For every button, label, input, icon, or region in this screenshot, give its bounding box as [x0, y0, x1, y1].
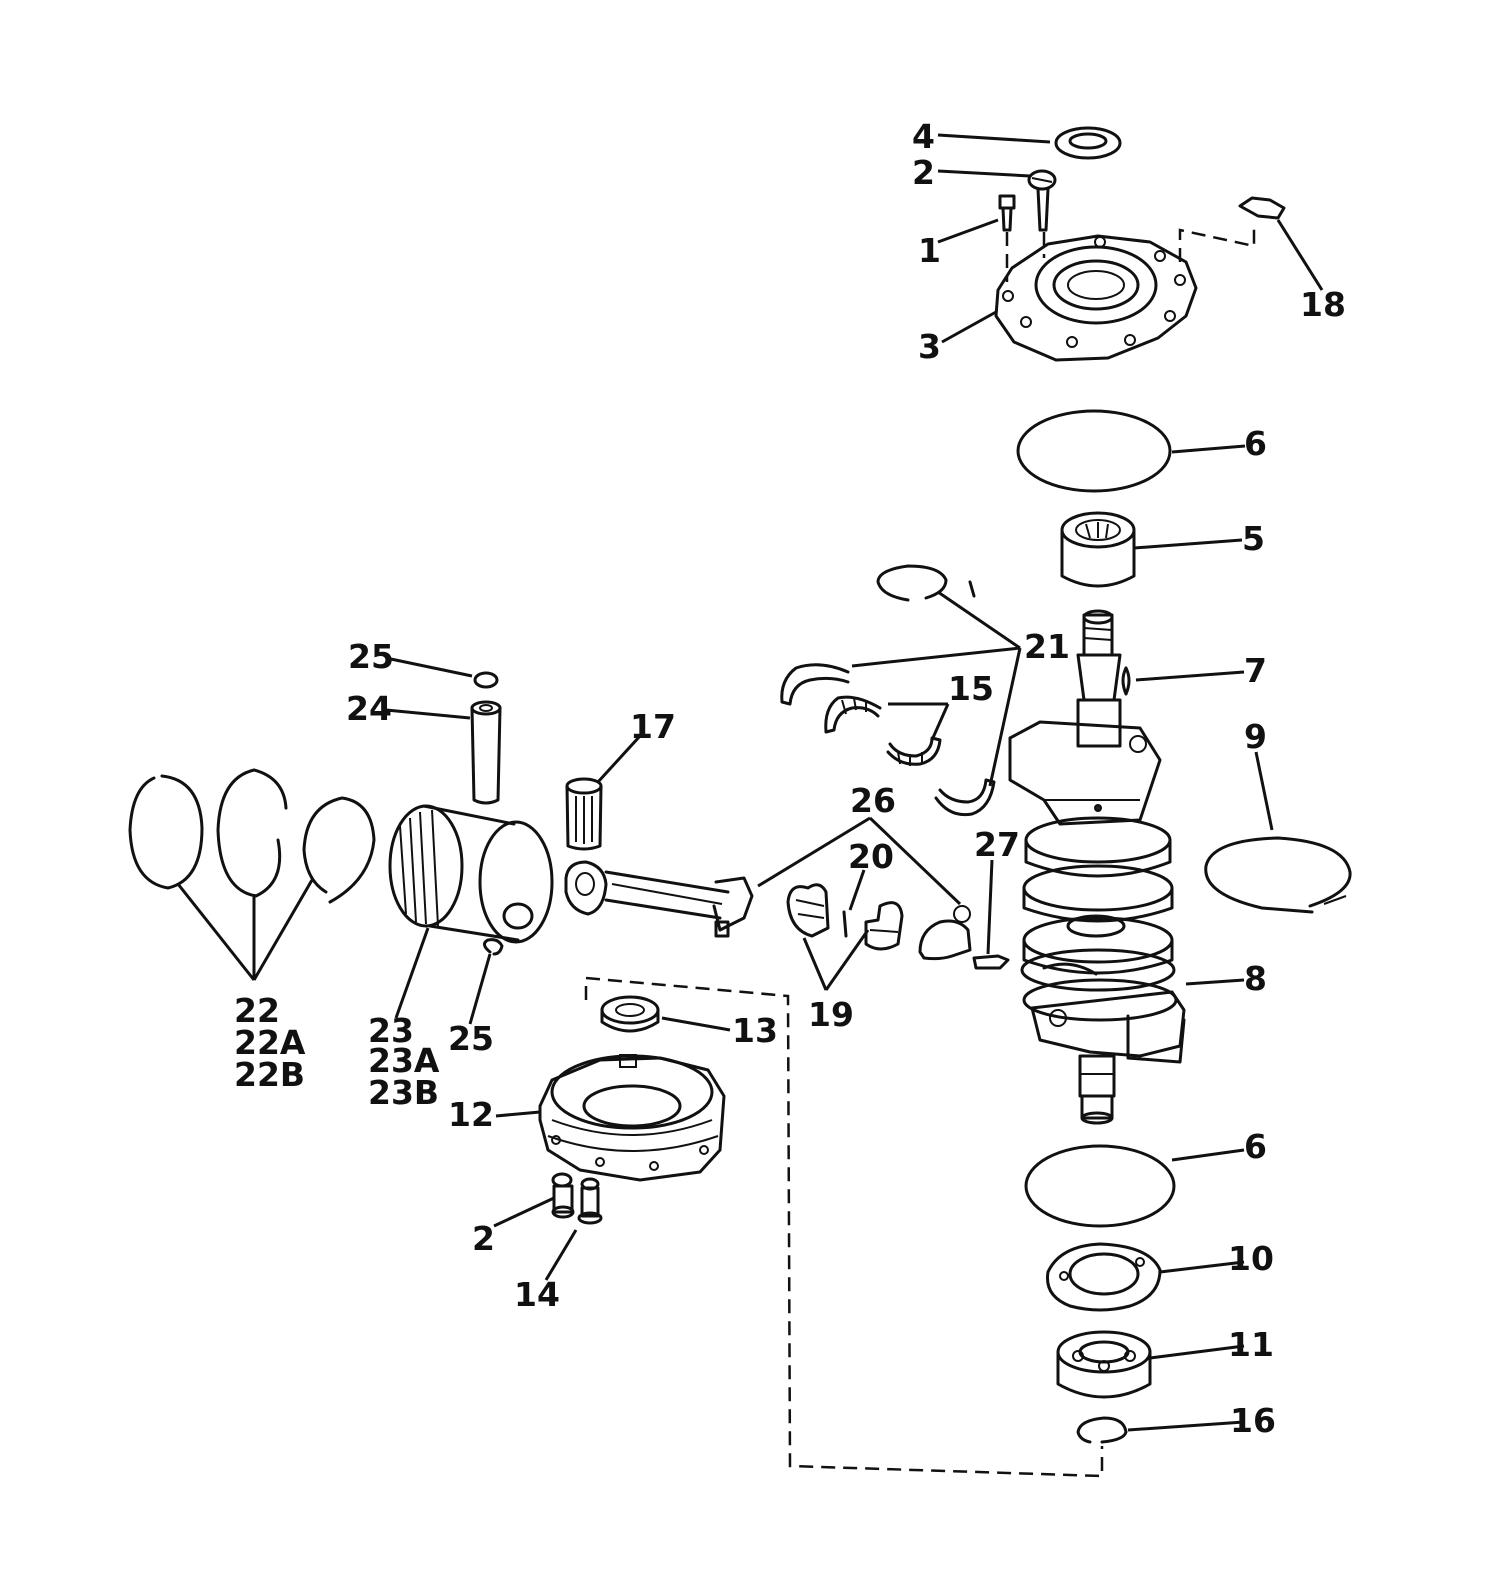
callout-15: 15	[948, 669, 994, 708]
callout-19: 19	[808, 995, 854, 1034]
callout-20: 20	[848, 837, 894, 876]
piston-rings	[128, 768, 376, 904]
oil-seal-upper	[1054, 126, 1122, 160]
callout-23: 23	[368, 1011, 414, 1050]
callout-17: 17	[630, 707, 676, 746]
callout-14: 14	[514, 1275, 560, 1314]
retaining-ring-small	[876, 564, 948, 602]
washer-screw-lower	[577, 1177, 603, 1225]
callout-2-top: 2	[912, 153, 935, 192]
wrist-pin	[470, 700, 502, 805]
callout-24: 24	[346, 689, 392, 728]
key-pin	[1121, 666, 1131, 696]
callout-21: 21	[1024, 627, 1070, 666]
rod-cap	[918, 905, 972, 961]
o-ring-upper	[1016, 409, 1172, 493]
bearing-liner-left	[786, 883, 830, 938]
callout-2-bottom: 2	[472, 1219, 495, 1258]
callout-13: 13	[732, 1011, 778, 1050]
lock-ring-top	[473, 671, 499, 689]
callout-4: 4	[912, 117, 935, 156]
callout-23b: 23B	[368, 1073, 439, 1112]
ball-bearing-lower	[1056, 1330, 1152, 1399]
bearing-liner-right	[864, 901, 904, 951]
callout-10: 10	[1228, 1239, 1274, 1278]
callout-7: 7	[1244, 651, 1267, 690]
assembly-dashed-line	[584, 976, 1104, 1478]
retaining-ring-large	[1204, 836, 1352, 914]
lower-bearing-housing	[538, 1054, 726, 1182]
oil-seal-lower	[600, 995, 660, 1033]
rod-bearing-cage-lower-half	[934, 778, 996, 817]
roller-bearing-upper	[824, 695, 942, 766]
callout-6-bottom: 6	[1244, 1127, 1267, 1166]
callout-26: 26	[850, 781, 896, 820]
callout-3: 3	[918, 327, 941, 366]
callout-6-top: 6	[1244, 424, 1267, 463]
screw-upper	[1027, 169, 1057, 232]
callout-16: 16	[1230, 1401, 1276, 1440]
callout-25-bottom: 25	[448, 1019, 494, 1058]
callout-1: 1	[918, 231, 941, 270]
crankshaft	[1008, 609, 1186, 1125]
clip-bracket	[1178, 196, 1286, 262]
callout-22a: 22A	[234, 1023, 306, 1062]
callout-23a: 23A	[368, 1041, 440, 1080]
dowel-small	[968, 580, 976, 598]
snap-ring-lower	[1076, 1416, 1128, 1444]
callout-11: 11	[1228, 1325, 1274, 1364]
callout-18: 18	[1300, 285, 1346, 324]
bearing-retainer-plate	[1045, 1242, 1162, 1312]
callout-5: 5	[1242, 519, 1265, 558]
callout-27: 27	[974, 825, 1020, 864]
needle-bearing-wrist-pin	[565, 777, 603, 851]
callout-9: 9	[1244, 717, 1267, 756]
callout-25-top: 25	[348, 637, 394, 676]
callout-labels: 4 2 1 3 18 6 5 21 7 15 25 24 17 9 26 27 …	[234, 117, 1346, 1440]
upper-bearing-housing	[994, 234, 1198, 362]
piston	[388, 804, 554, 944]
needle-bearing-upper	[1060, 511, 1136, 588]
callout-22: 22	[234, 991, 280, 1030]
callout-8: 8	[1244, 959, 1267, 998]
callout-12: 12	[448, 1095, 494, 1134]
rod-bearing-cage-upper	[780, 663, 850, 706]
connecting-rod	[564, 860, 754, 938]
screw-lower	[551, 1172, 575, 1219]
callout-22b: 22B	[234, 1055, 305, 1094]
dowel-pin	[842, 910, 848, 938]
leader-lines	[176, 133, 1324, 1432]
lock-ring-side	[483, 938, 504, 956]
bolt-upper	[998, 194, 1046, 282]
o-ring-lower	[1024, 1144, 1176, 1228]
rod-cap-screw	[972, 954, 1010, 970]
